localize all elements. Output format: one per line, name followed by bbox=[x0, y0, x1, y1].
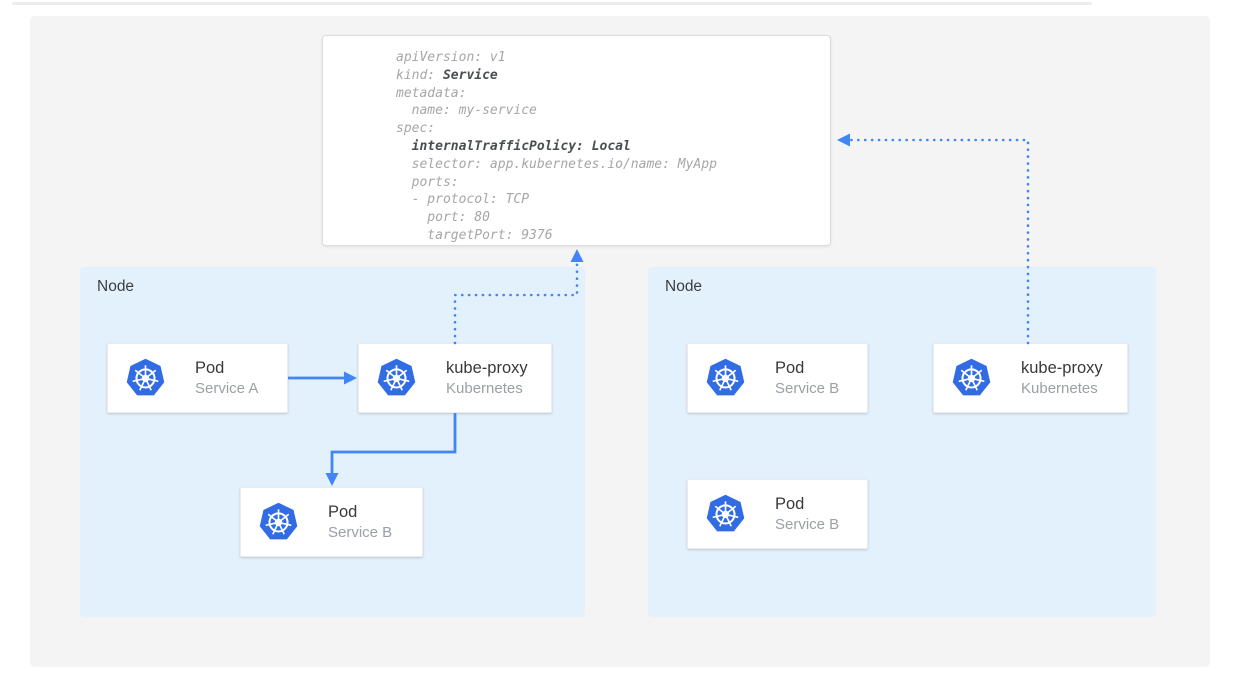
node-box-left: Node Pod Service A kube-proxy Kubernetes… bbox=[80, 267, 585, 617]
yaml-line: name: my-service bbox=[396, 102, 830, 120]
yaml-text-bold: Service bbox=[442, 67, 498, 83]
kube-proxy-card-left: kube-proxy Kubernetes bbox=[358, 343, 552, 413]
yaml-text: ports: bbox=[396, 174, 459, 190]
yaml-line: apiVersion: v1 bbox=[396, 49, 830, 67]
card-text: Pod Service B bbox=[328, 502, 392, 542]
kubernetes-icon bbox=[705, 357, 746, 399]
yaml-line: spec: bbox=[396, 120, 830, 138]
service-yaml-panel: apiVersion: v1 kind: Service metadata: n… bbox=[322, 35, 831, 246]
yaml-line: port: 80 bbox=[396, 209, 830, 227]
card-text: kube-proxy Kubernetes bbox=[1021, 358, 1103, 398]
yaml-text: apiVersion: v1 bbox=[396, 50, 506, 65]
node-box-right: Node Pod Service B kube-proxy Kubernetes… bbox=[648, 267, 1156, 617]
pod-card-service-b-right-1: Pod Service B bbox=[687, 343, 868, 413]
pod-card-service-a: Pod Service A bbox=[107, 343, 288, 413]
card-title: kube-proxy bbox=[1021, 359, 1103, 377]
card-text: Pod Service B bbox=[775, 358, 839, 398]
card-title: kube-proxy bbox=[446, 359, 528, 377]
pod-card-service-b-left: Pod Service B bbox=[240, 487, 423, 557]
kubernetes-icon bbox=[705, 493, 746, 535]
card-subtitle: Service A bbox=[195, 380, 259, 397]
card-title: Pod bbox=[195, 359, 225, 377]
yaml-line: selector: app.kubernetes.io/name: MyApp bbox=[396, 156, 830, 174]
pod-card-service-b-right-2: Pod Service B bbox=[687, 479, 868, 549]
kubernetes-icon bbox=[951, 357, 992, 399]
yaml-text: metadata: bbox=[396, 85, 467, 101]
card-subtitle: Service B bbox=[775, 516, 840, 533]
kubernetes-icon bbox=[376, 357, 417, 399]
card-title: Pod bbox=[775, 495, 805, 513]
card-subtitle: Service B bbox=[328, 524, 393, 541]
card-text: kube-proxy Kubernetes bbox=[446, 358, 528, 398]
yaml-text: kind: bbox=[396, 67, 443, 83]
card-text: Pod Service A bbox=[195, 358, 258, 398]
yaml-line: metadata: bbox=[396, 85, 830, 103]
yaml-text bbox=[396, 139, 412, 154]
card-subtitle: Kubernetes bbox=[446, 380, 523, 397]
card-title: Pod bbox=[328, 503, 358, 521]
kubernetes-icon bbox=[258, 501, 299, 543]
kube-proxy-card-right: kube-proxy Kubernetes bbox=[933, 343, 1128, 413]
yaml-text: port: 80 bbox=[396, 210, 490, 226]
yaml-text: selector: app.kubernetes.io/name: MyApp bbox=[396, 156, 717, 172]
yaml-line: kind: Service bbox=[396, 67, 830, 85]
yaml-text: targetPort: 9376 bbox=[396, 227, 553, 243]
yaml-text-bold: internalTrafficPolicy: Local bbox=[411, 138, 631, 154]
node-label: Node bbox=[97, 278, 135, 295]
yaml-line: - protocol: TCP bbox=[396, 191, 830, 209]
yaml-text: name: my-service bbox=[396, 103, 537, 119]
yaml-text: spec: bbox=[396, 121, 436, 137]
yaml-line: internalTrafficPolicy: Local bbox=[396, 138, 830, 156]
yaml-text: - protocol: TCP bbox=[396, 192, 530, 208]
kubernetes-icon bbox=[125, 357, 166, 399]
yaml-line: ports: bbox=[396, 174, 830, 192]
card-title: Pod bbox=[775, 359, 805, 377]
card-text: Pod Service B bbox=[775, 494, 839, 534]
top-divider bbox=[12, 2, 1092, 5]
card-subtitle: Service B bbox=[775, 380, 840, 397]
node-label: Node bbox=[665, 278, 703, 295]
yaml-line: targetPort: 9376 bbox=[396, 227, 830, 245]
card-subtitle: Kubernetes bbox=[1021, 380, 1098, 397]
